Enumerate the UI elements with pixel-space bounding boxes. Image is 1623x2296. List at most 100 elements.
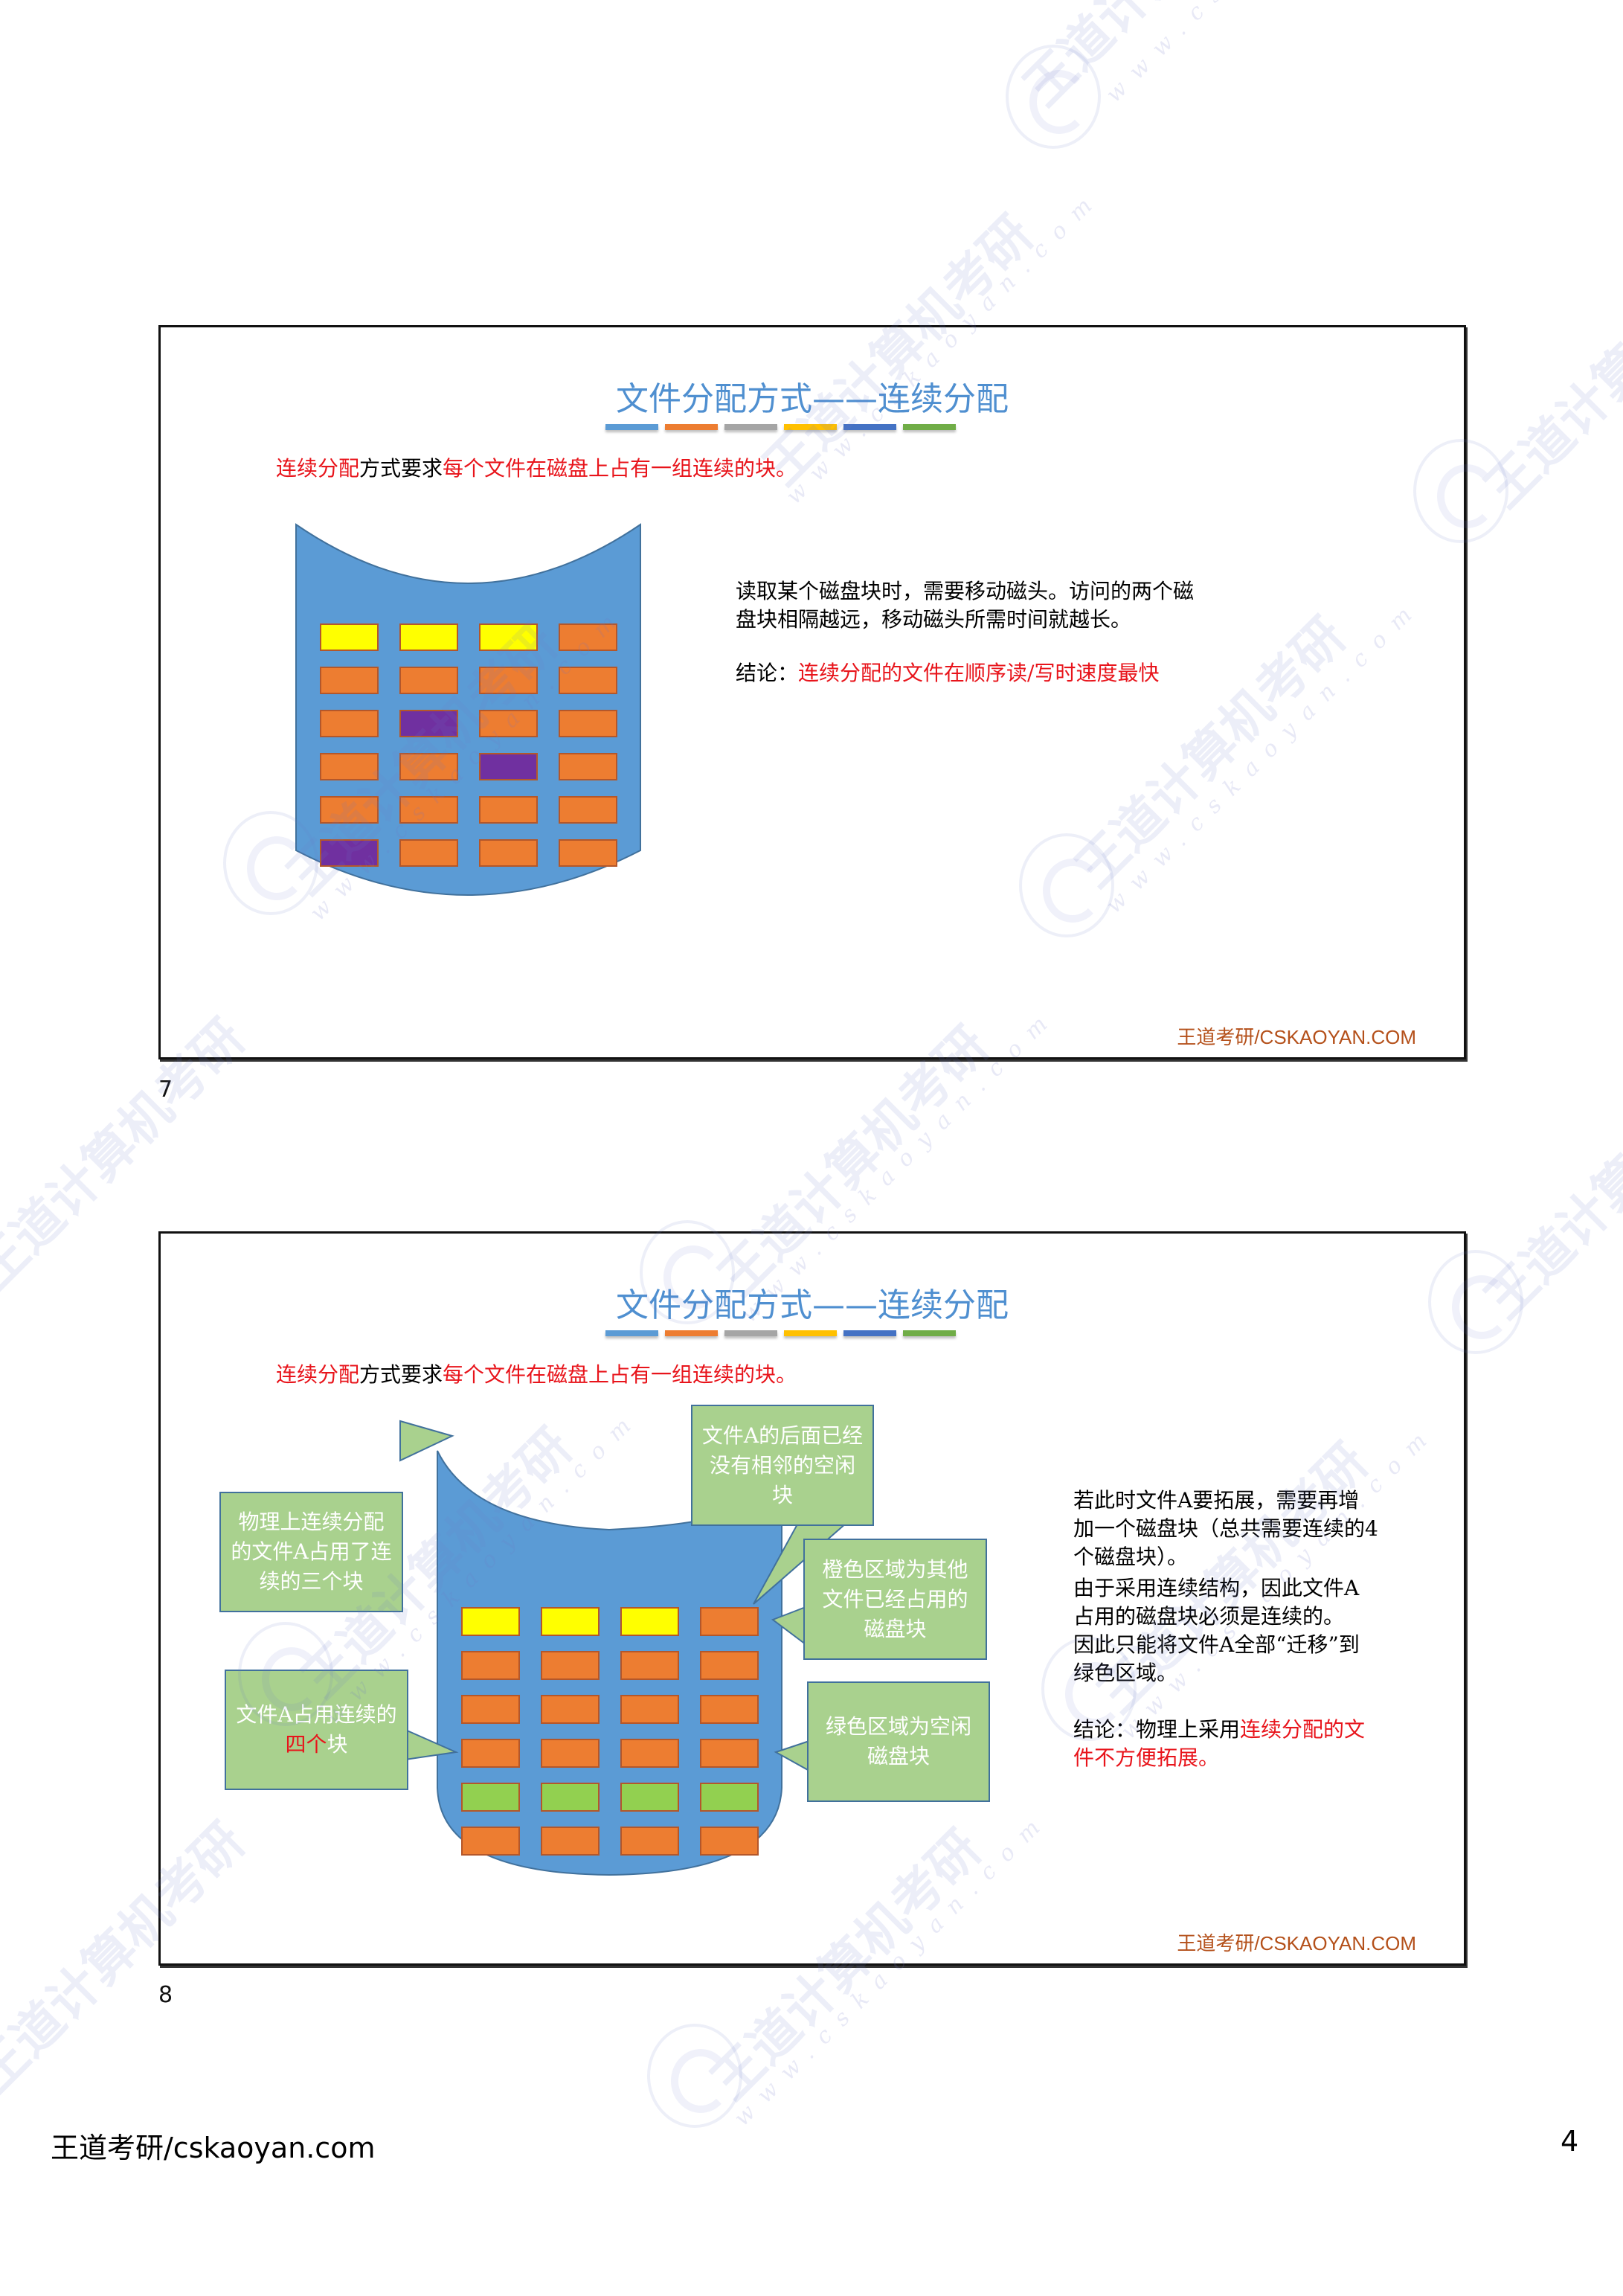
explanation: 若此时文件A要拓展，需要再增加一个磁盘块（总共需要连续的4个磁盘块）。 由于采用… xyxy=(1073,1487,1378,1772)
disk-block-orange xyxy=(461,1695,520,1724)
disk-block-orange xyxy=(320,667,379,694)
disk-block-orange xyxy=(461,1827,520,1856)
slide-title: 文件分配方式——连续分配 xyxy=(616,1286,1009,1324)
lead-requirement: 每个文件在磁盘上占有一组连续的块。 xyxy=(443,456,797,481)
callout-text: 文件A占用连续的四个块 xyxy=(234,1700,399,1760)
disk-cylinder xyxy=(436,1449,783,1876)
disk-shape xyxy=(295,523,641,896)
conclusion-label: 结论：物理上采用 xyxy=(1073,1717,1241,1742)
callout-green-meaning: 绿色区域为空闲磁盘块 xyxy=(807,1681,990,1802)
watermark-text: 王道计算机考研 xyxy=(1474,1038,1623,1330)
color-bar xyxy=(784,424,837,430)
title-color-bars xyxy=(605,1330,956,1336)
callout-text: 物理上连续分配的文件A占用了连续的三个块 xyxy=(231,1510,392,1594)
disk-block-orange xyxy=(541,1651,600,1680)
conclusion: 结论：物理上采用连续分配的文件不方便拓展。 xyxy=(1073,1716,1378,1772)
disk-block-orange xyxy=(399,753,458,780)
lead-text: 方式要求 xyxy=(359,1362,443,1387)
slide-title: 文件分配方式——连续分配 xyxy=(616,380,1009,418)
disk-block-orange xyxy=(700,1695,759,1724)
disk-block-orange xyxy=(620,1739,679,1768)
lead-keyword: 连续分配 xyxy=(276,456,360,481)
slide-7: 文件分配方式——连续分配 连续分配方式要求每个文件在磁盘上占有一组连续的块。 读… xyxy=(158,325,1466,1059)
conclusion-text: 连续分配的文件不方便拓展。 xyxy=(1073,1717,1366,1770)
callout-orange-meaning: 橙色区域为其他文件已经占用的磁盘块 xyxy=(803,1539,987,1660)
color-bar xyxy=(903,1330,956,1336)
disk-block-yellow xyxy=(620,1607,679,1636)
disk-block-orange xyxy=(399,667,458,694)
disk-block-orange xyxy=(479,839,538,867)
callout-text-part: 文件A占用连续的 xyxy=(236,1702,397,1727)
disk-block-orange xyxy=(461,1651,520,1680)
lead-sentence: 连续分配方式要求每个文件在磁盘上占有一组连续的块。 xyxy=(276,452,797,482)
disk-block-orange xyxy=(559,667,617,694)
disk-block-purple xyxy=(399,710,458,737)
callout-no-adjacent-free: 文件A的后面已经没有相邻的空闲块 xyxy=(691,1405,874,1526)
disk-cylinder xyxy=(295,523,642,910)
color-bar xyxy=(784,1330,837,1336)
callout-text-part: 块 xyxy=(327,1732,348,1757)
watermark-text: 王道计算机考研 xyxy=(1474,227,1623,519)
disk-block-orange xyxy=(399,839,458,867)
explanation-paragraph: 由于采用连续结构，因此文件A占用的磁盘块必须是连续的。 xyxy=(1073,1576,1360,1629)
explanation: 读取某个磁盘块时，需要移动磁头。访问的两个磁 盘块相隔越远，移动磁头所需时间就越… xyxy=(736,577,1301,687)
disk-block-orange xyxy=(700,1607,759,1636)
callout-text: 橙色区域为其他文件已经占用的磁盘块 xyxy=(822,1556,968,1641)
disk-block-orange xyxy=(559,623,617,651)
disk-block-orange xyxy=(620,1651,679,1680)
disk-block-purple xyxy=(479,753,538,780)
slide-footer-brand: 王道考研/CSKAOYAN.COM xyxy=(1177,1932,1416,1955)
lead-sentence: 连续分配方式要求每个文件在磁盘上占有一组连续的块。 xyxy=(276,1359,797,1388)
disk-block-orange xyxy=(479,796,538,824)
disk-block-yellow xyxy=(461,1607,520,1636)
watermark-text: 王道计算机考研 xyxy=(1004,0,1307,119)
conclusion-text: 连续分配的文件在顺序读/写时速度最快 xyxy=(798,661,1160,685)
disk-block-orange xyxy=(559,839,617,867)
watermark-seal-icon xyxy=(647,2024,742,2128)
color-bar xyxy=(605,1330,658,1336)
callout-four-blocks: 文件A占用连续的四个块 xyxy=(225,1670,408,1790)
disk-block-yellow xyxy=(541,1607,600,1636)
color-bar xyxy=(665,424,718,430)
watermark-seal-icon xyxy=(1006,45,1101,149)
disk-block-yellow xyxy=(320,623,379,651)
disk-block-orange xyxy=(620,1827,679,1856)
disk-block-yellow xyxy=(399,623,458,651)
color-bar xyxy=(605,424,658,430)
slide-number: 7 xyxy=(158,1077,173,1103)
slide-8: 文件分配方式——连续分配 连续分配方式要求每个文件在磁盘上占有一组连续的块。 物… xyxy=(158,1231,1466,1966)
callout-highlight: 四个 xyxy=(285,1732,327,1757)
disk-block-yellow xyxy=(479,623,538,651)
disk-block-orange xyxy=(541,1695,600,1724)
explanation-line: 盘块相隔越远，移动磁头所需时间就越长。 xyxy=(736,607,1132,632)
page-footer-brand: 王道考研/cskaoyan.com xyxy=(51,2132,376,2164)
color-bar xyxy=(724,1330,777,1336)
explanation-paragraph: 若此时文件A要拓展，需要再增加一个磁盘块（总共需要连续的4个磁盘块）。 xyxy=(1073,1488,1378,1569)
lead-text: 方式要求 xyxy=(359,456,443,481)
slide-footer-brand: 王道考研/CSKAOYAN.COM xyxy=(1177,1026,1416,1048)
slide-number: 8 xyxy=(158,1982,173,2008)
disk-block-orange xyxy=(320,796,379,824)
lead-requirement: 每个文件在磁盘上占有一组连续的块。 xyxy=(443,1362,797,1387)
color-bar xyxy=(665,1330,718,1336)
disk-block-orange xyxy=(559,796,617,824)
title-color-bars xyxy=(605,424,956,430)
disk-shape xyxy=(437,1450,782,1876)
disk-block-orange xyxy=(479,710,538,737)
disk-block-orange xyxy=(700,1739,759,1768)
explanation-paragraph: 因此只能将文件A全部“迁移”到绿色区域。 xyxy=(1073,1632,1360,1685)
disk-block-orange xyxy=(559,753,617,780)
disk-block-green xyxy=(620,1783,679,1812)
disk-block-orange xyxy=(700,1651,759,1680)
watermark-url: www.cskaoyan.com xyxy=(1101,0,1427,108)
disk-block-orange xyxy=(541,1739,600,1768)
color-bar xyxy=(843,1330,896,1336)
disk-block-orange xyxy=(320,710,379,737)
explanation-line: 读取某个磁盘块时，需要移动磁头。访问的两个磁 xyxy=(736,579,1195,603)
callout-text: 绿色区域为空闲磁盘块 xyxy=(825,1714,971,1769)
disk-block-orange xyxy=(399,796,458,824)
color-bar xyxy=(843,424,896,430)
disk-block-green xyxy=(700,1783,759,1812)
color-bar xyxy=(903,424,956,430)
disk-block-orange xyxy=(320,753,379,780)
